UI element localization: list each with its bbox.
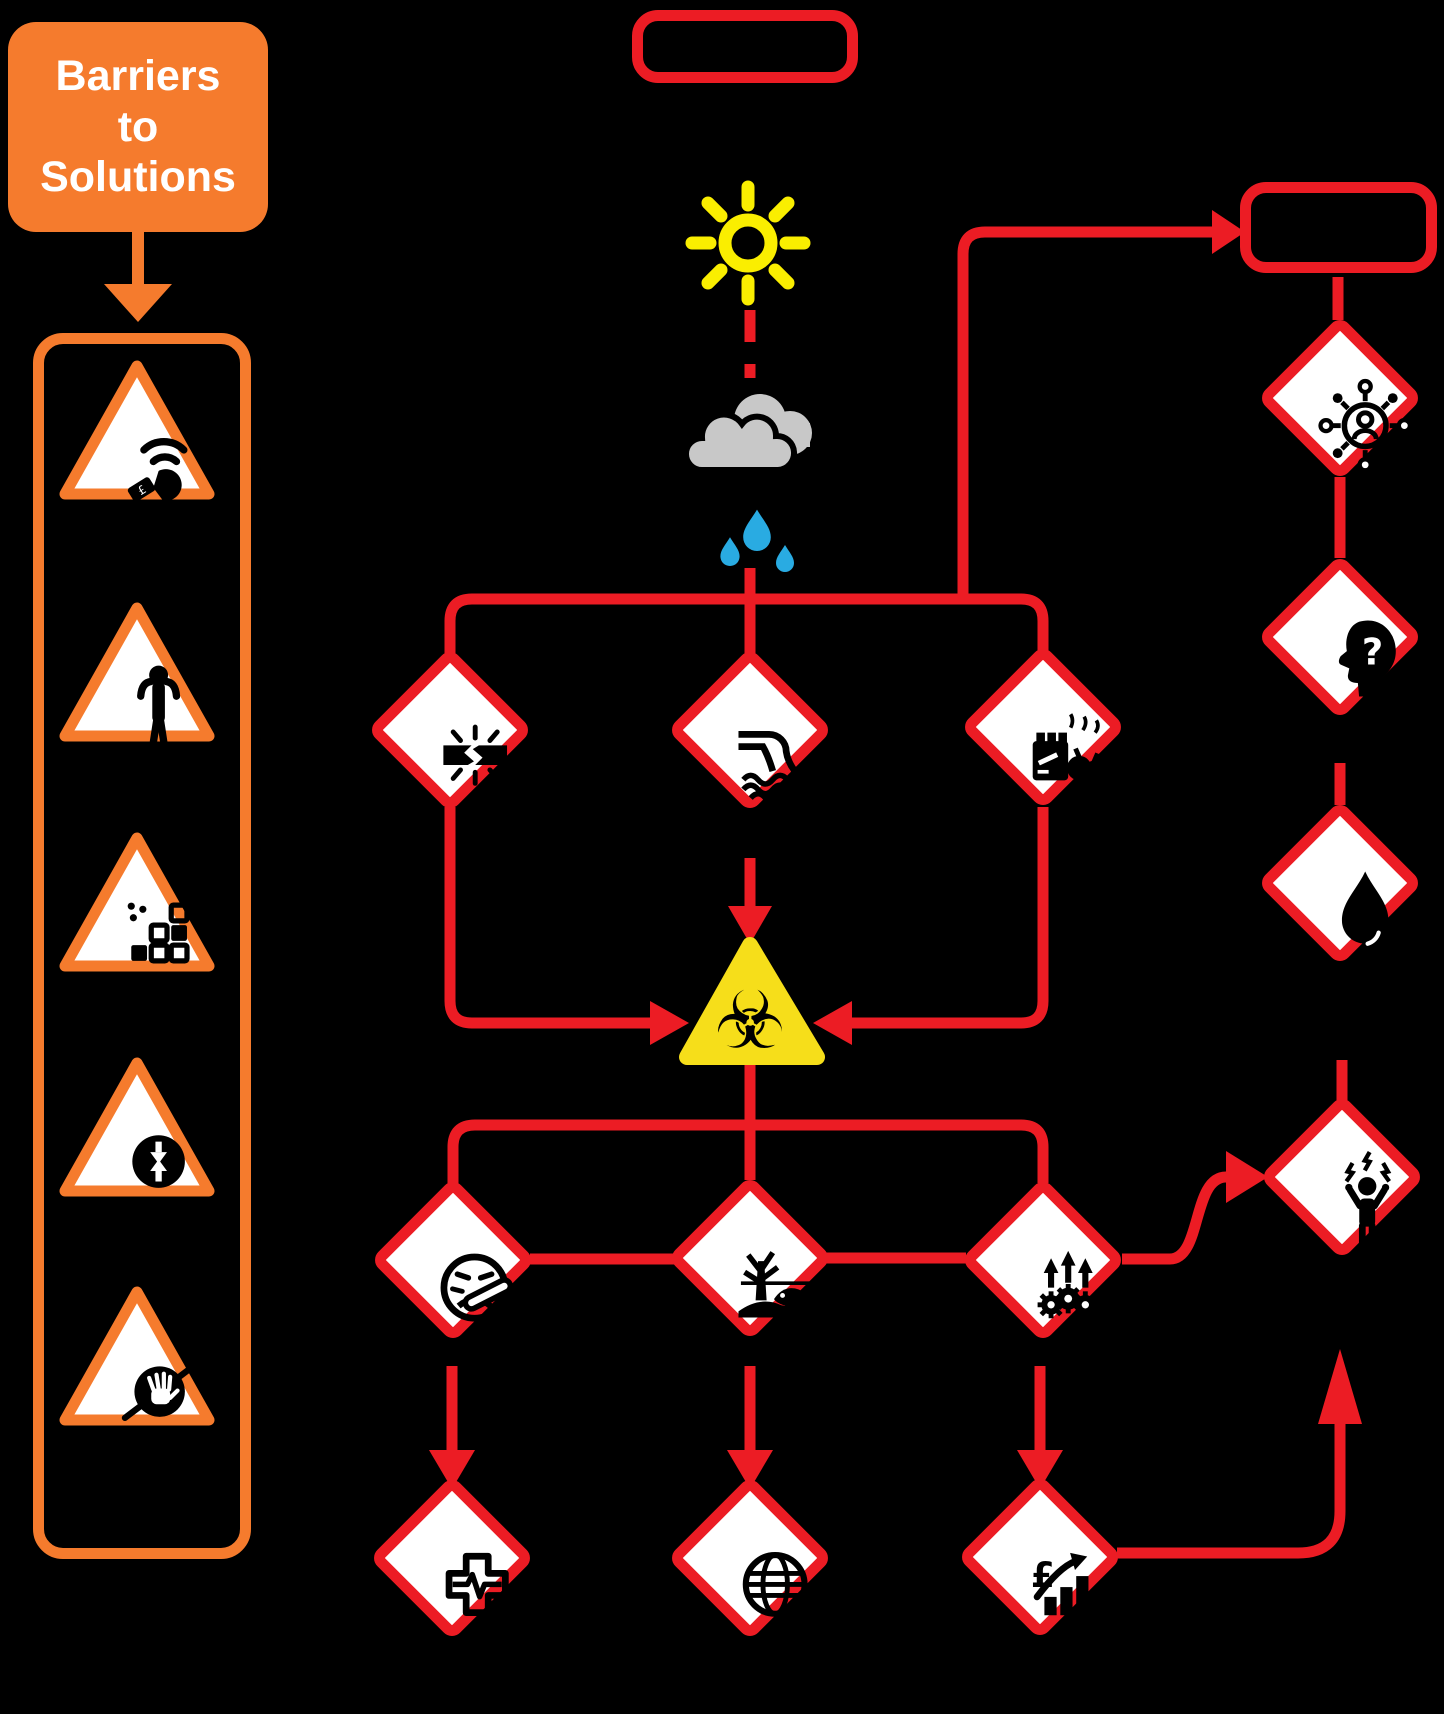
barriers-container (33, 333, 251, 1559)
hazard-diamond-stressed-person (1264, 1099, 1420, 1255)
biohazard-triangle: ☣ (679, 937, 825, 1067)
hazard-diamond-health (374, 1480, 530, 1636)
top-right-box (1240, 182, 1437, 273)
connector-d3-biohazard (852, 807, 1049, 1029)
hazard-diamond-people-network (1262, 320, 1418, 476)
sun-icon (685, 180, 811, 306)
arrowhead-d5-d8 (727, 1450, 773, 1489)
arrowhead-d4-d7 (429, 1450, 475, 1489)
rain-cloud-icon (683, 394, 812, 572)
top-center-box (632, 10, 858, 83)
arrowhead-d1-biohazard (650, 1001, 689, 1045)
hazard-diamond-sewage-outfall (672, 652, 828, 808)
arrowhead-title-to-barriers (104, 284, 172, 322)
arrowhead-d6-stress (1226, 1151, 1268, 1203)
connector-d1-biohazard (444, 807, 650, 1029)
barriers-title-box: Barriers to Solutions (8, 22, 268, 232)
arrowhead-d6-d9 (1017, 1450, 1063, 1489)
connector-branch-row1 (444, 593, 1049, 657)
hazard-diamond-rising-costs (962, 1479, 1118, 1635)
raindrops (720, 509, 794, 572)
barriers-title-line1: Barriers (55, 51, 221, 100)
connector-d9-stress (1117, 1424, 1346, 1559)
biohazard-glyph: ☣ (714, 974, 786, 1067)
arrowhead-d9-stress (1318, 1349, 1362, 1424)
connector-branch-to-right-box (957, 226, 1212, 599)
barrier-triangle-data-gaps (59, 832, 215, 972)
hazard-diamond-dumped-waste (965, 649, 1121, 805)
connector-d6-stress (1122, 1171, 1227, 1265)
barriers-title-line3: Solutions (40, 153, 236, 202)
hazard-diamond-sickness (375, 1182, 531, 1338)
hazard-diamond-globe (672, 1480, 828, 1636)
arrowhead-d3-biohazard (813, 1001, 852, 1045)
hazard-diamond-burst-pipe (372, 652, 528, 808)
hazard-diamond-head-question (1262, 559, 1418, 715)
barrier-triangle-no-touch (59, 1286, 215, 1426)
barrier-triangle-confusion (59, 602, 215, 746)
barrier-triangle-tech-cost (59, 360, 215, 504)
barriers-title-line2: to (117, 102, 159, 151)
hazard-diamond-gears-rising (965, 1182, 1121, 1338)
arrowhead-right-box (1212, 210, 1245, 254)
hazard-diamond-environment (672, 1180, 828, 1336)
hazard-diamond-water-droplet (1262, 805, 1418, 961)
arrowhead-d2-biohazard (728, 906, 772, 944)
barrier-triangle-converge (59, 1057, 215, 1197)
converging-arrows-icon (132, 1135, 185, 1188)
